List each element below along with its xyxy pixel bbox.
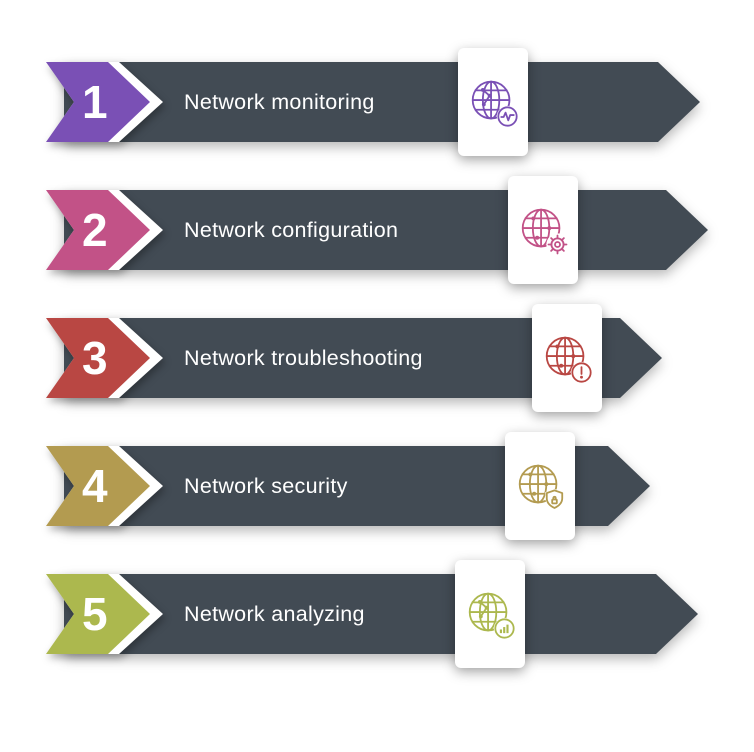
icon-card (532, 304, 602, 412)
step-number-chevron: 2 (46, 190, 163, 270)
globe-alert-icon (538, 329, 593, 384)
icon-card (455, 560, 525, 668)
step-label: Network analyzing (184, 601, 365, 626)
step-label: Network troubleshooting (184, 345, 423, 370)
banner-wrap: Network analyzing (64, 574, 698, 654)
step-label: Network configuration (184, 217, 399, 242)
chevron-shape: 1 (46, 62, 150, 142)
step-row-3: Network troubleshooting 3 (0, 304, 754, 412)
chevron-shape: 5 (46, 574, 150, 654)
step-label: Network security (184, 473, 348, 498)
globe-pulse-icon (464, 73, 519, 128)
icon-card (458, 48, 528, 156)
banner-wrap: Network monitoring (64, 62, 700, 142)
banner-arrow: Network configuration (64, 190, 708, 270)
globe-shield-icon (511, 457, 564, 510)
step-number: 5 (82, 588, 108, 640)
chevron-shape: 2 (46, 190, 150, 270)
banner-arrow: Network monitoring (64, 62, 700, 142)
globe-gear-icon (514, 201, 569, 256)
step-number: 3 (82, 332, 108, 384)
step-row-1: Network monitoring 1 (0, 48, 754, 156)
step-number-chevron: 5 (46, 574, 163, 654)
step-label: Network monitoring (184, 89, 375, 114)
globe-chart-icon (461, 585, 516, 640)
icon-card (505, 432, 575, 540)
step-row-2: Network configuration 2 (0, 176, 754, 284)
step-number: 2 (82, 204, 108, 256)
step-row-5: Network analyzing 5 (0, 560, 754, 668)
chevron-shape: 3 (46, 318, 150, 398)
step-number-chevron: 4 (46, 446, 163, 526)
step-number-chevron: 3 (46, 318, 163, 398)
chevron-shape: 4 (46, 446, 150, 526)
icon-card (508, 176, 578, 284)
step-number-chevron: 1 (46, 62, 163, 142)
banner-wrap: Network configuration (64, 190, 708, 270)
step-number: 1 (82, 76, 108, 128)
banner-arrow: Network analyzing (64, 574, 698, 654)
step-row-4: Network security 4 (0, 432, 754, 540)
step-number: 4 (82, 460, 108, 512)
